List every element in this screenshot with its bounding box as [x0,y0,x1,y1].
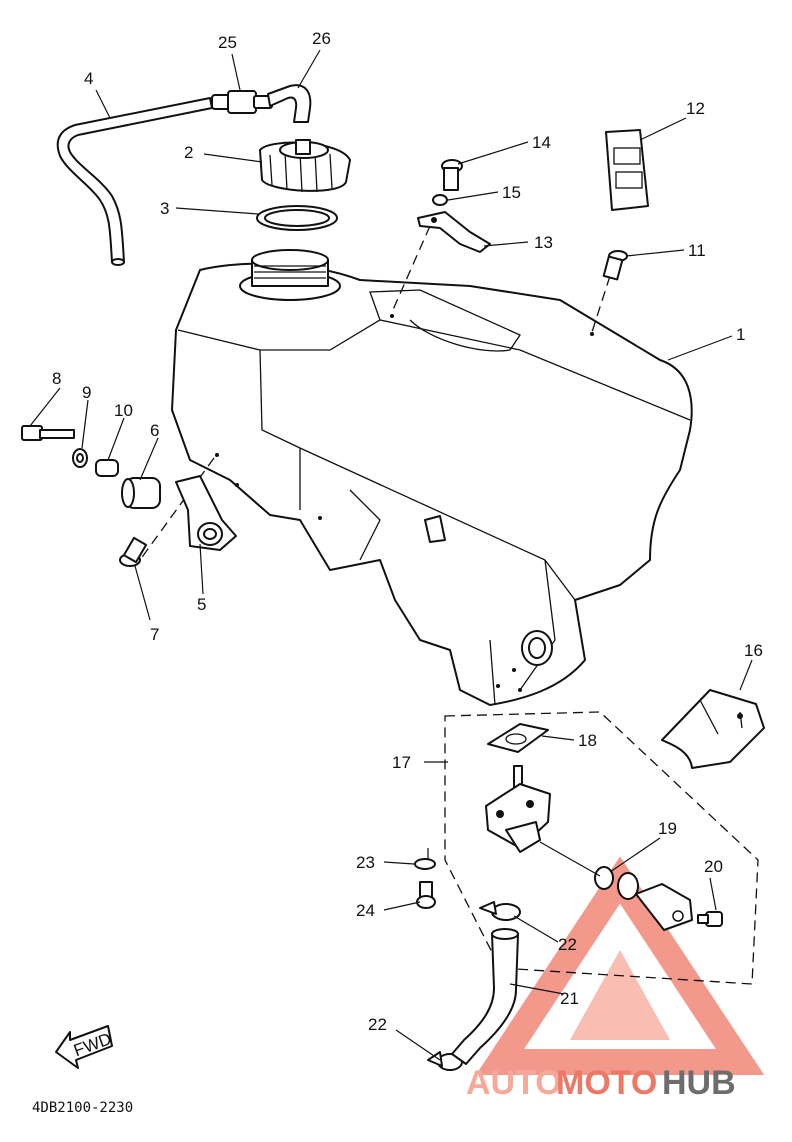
fwd-label: FWD [71,1029,114,1060]
callout-9: 9 [82,383,91,402]
watermark-moto: MOTO [556,1064,657,1102]
callout-2: 2 [184,143,193,162]
hose-fitting-25 [211,90,273,114]
o-ring-19 [594,866,614,890]
callout-13: 13 [534,233,553,252]
callout-22-upper: 22 [558,935,577,954]
bolt-7 [119,536,148,567]
callout-5: 5 [197,595,206,614]
callout-16: 16 [744,641,763,660]
callout-20: 20 [704,857,723,876]
callout-12: 12 [686,99,705,118]
breather-hose-4 [56,97,213,266]
watermark-logo-triangle [475,856,765,1075]
fuel-cock-assembly-17-outline [444,711,759,985]
tank-bracket-13 [417,211,491,253]
fuel-hose-21 [451,928,519,1065]
fuel-cap-2 [259,139,351,193]
callout-26: 26 [312,29,331,48]
watermark-hub: HUB [662,1064,736,1102]
fuel-cock-lever [617,872,693,931]
fwd-arrow: FWD [55,1025,114,1069]
collar-15 [432,194,448,206]
alignment-line-7 [139,457,215,561]
fuel-cock-gasket-18 [487,723,549,753]
watermark-text: AUTO MOTO HUB [466,1064,736,1102]
bolt-11 [602,250,628,281]
callout-14: 14 [532,133,551,152]
callout-21: 21 [560,989,579,1008]
callout-25: 25 [218,33,237,52]
cap-gasket-3 [256,205,338,231]
callout-1: 1 [736,325,745,344]
bolt-8 [21,425,75,441]
callout-19: 19 [658,819,677,838]
cover-16 [661,689,765,769]
callout-10: 10 [114,401,133,420]
alignment-line-11 [591,275,611,333]
fuel-tank-1 [171,249,693,706]
washer-23 [414,848,436,870]
callout-23: 23 [356,853,375,872]
callout-4: 4 [84,69,93,88]
callout-6: 6 [150,421,159,440]
screw-20 [697,911,723,927]
screw-24 [416,881,436,909]
watermark-auto: AUTO [466,1064,562,1102]
elbow-hose-26 [267,84,312,123]
callout-22-lower: 22 [368,1015,387,1034]
callout-17: 17 [392,753,411,772]
callout-24: 24 [356,901,375,920]
callout-8: 8 [52,369,61,388]
callout-18: 18 [578,731,597,750]
rubber-damper-12 [605,129,649,211]
collar-10 [95,459,119,477]
callout-7: 7 [150,625,159,644]
callout-3: 3 [160,199,169,218]
damper-6 [121,477,161,509]
bolt-14 [441,159,463,191]
leader-lines [29,49,753,1061]
fuel-cock-body [485,765,551,853]
drawing-code: 4DB2100-2230 [32,1100,133,1116]
callout-15: 15 [502,183,521,202]
callout-labels: 1 2 3 4 5 6 7 8 9 10 11 12 13 14 15 16 1… [52,29,763,1034]
hose-clip-22-upper [479,901,521,921]
tank-bracket-5 [175,475,237,551]
callout-11: 11 [688,241,706,260]
washer-9 [72,448,88,468]
